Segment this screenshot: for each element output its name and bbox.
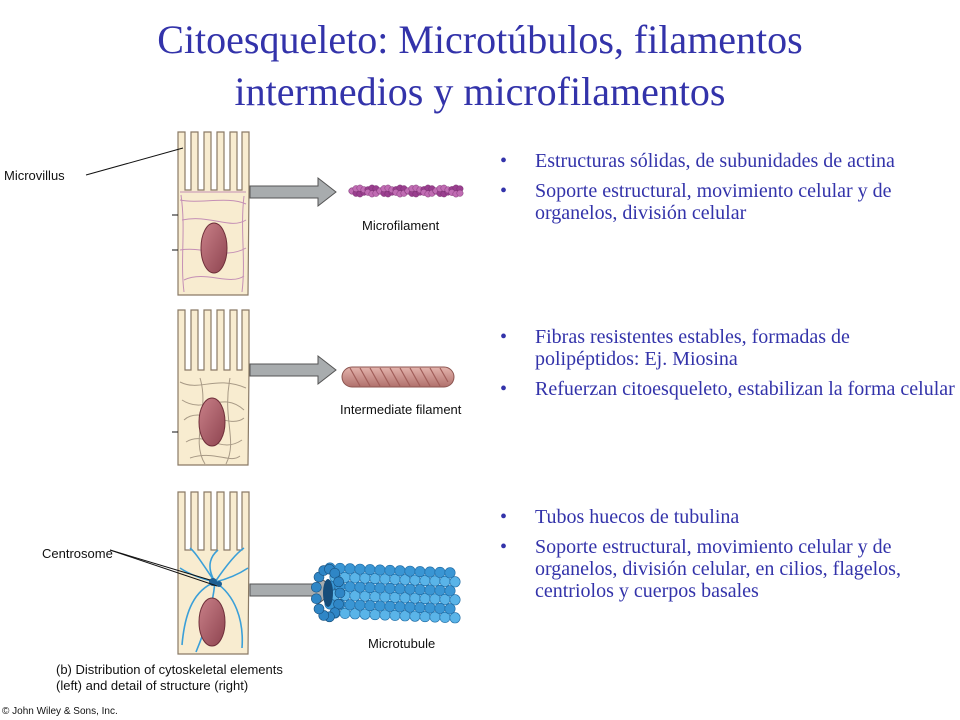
microvillus-pointer bbox=[85, 147, 184, 176]
nucleus-2 bbox=[198, 397, 226, 447]
microfilament-detail bbox=[348, 184, 464, 198]
cell-microfilaments bbox=[172, 131, 250, 296]
title-line-2: intermedios y microfilamentos bbox=[234, 69, 726, 114]
section-3-bullets: Tubos huecos de tubulina Soporte estruct… bbox=[500, 506, 955, 610]
section-2-bullets: Fibras resistentes estables, formadas de… bbox=[500, 326, 955, 408]
slide-title: Citoesqueleto: Microtúbulos, filamentos … bbox=[0, 14, 960, 118]
section-1-bullets: Estructuras sólidas, de subunidades de a… bbox=[500, 150, 955, 232]
bullet-1-1: Estructuras sólidas, de subunidades de a… bbox=[500, 150, 955, 172]
bullet-3-2: Soporte estructural, movimiento celular … bbox=[500, 536, 955, 602]
arrow-2 bbox=[249, 354, 337, 386]
bullet-1-2: Soporte estructural, movimiento celular … bbox=[500, 180, 955, 224]
intermediate-filament-detail bbox=[341, 366, 455, 388]
title-line-1: Citoesqueleto: Microtúbulos, filamentos bbox=[157, 17, 803, 62]
centrosome-pointer-b bbox=[109, 549, 218, 587]
nucleus-1 bbox=[200, 222, 228, 274]
arrow-1 bbox=[249, 176, 337, 208]
nucleus-3 bbox=[198, 597, 226, 647]
microtubule-detail bbox=[311, 562, 461, 624]
cell-intermediate-filaments bbox=[172, 309, 250, 466]
caption-line-2: (left) and detail of structure (right) bbox=[56, 678, 249, 693]
label-microtubule: Microtubule bbox=[368, 636, 436, 651]
caption-line-1: (b) Distribution of cytoskeletal element… bbox=[56, 662, 283, 677]
bullet-2-1: Fibras resistentes estables, formadas de… bbox=[500, 326, 955, 370]
cytoskeleton-diagram bbox=[85, 131, 464, 655]
centrosome-pointer-a bbox=[109, 549, 211, 581]
figure-caption: (b) Distribution of cytoskeletal element… bbox=[56, 662, 283, 694]
label-microvillus: Microvillus bbox=[4, 168, 65, 183]
label-intermediate-filament: Intermediate filament bbox=[340, 402, 462, 417]
cell-microtubules bbox=[177, 491, 250, 655]
copyright: © John Wiley & Sons, Inc. bbox=[2, 706, 118, 717]
label-centrosome: Centrosome bbox=[42, 546, 113, 561]
bullet-3-1: Tubos huecos de tubulina bbox=[500, 506, 955, 528]
label-microfilament: Microfilament bbox=[362, 218, 440, 233]
bullet-2-2: Refuerzan citoesqueleto, estabilizan la … bbox=[500, 378, 955, 400]
